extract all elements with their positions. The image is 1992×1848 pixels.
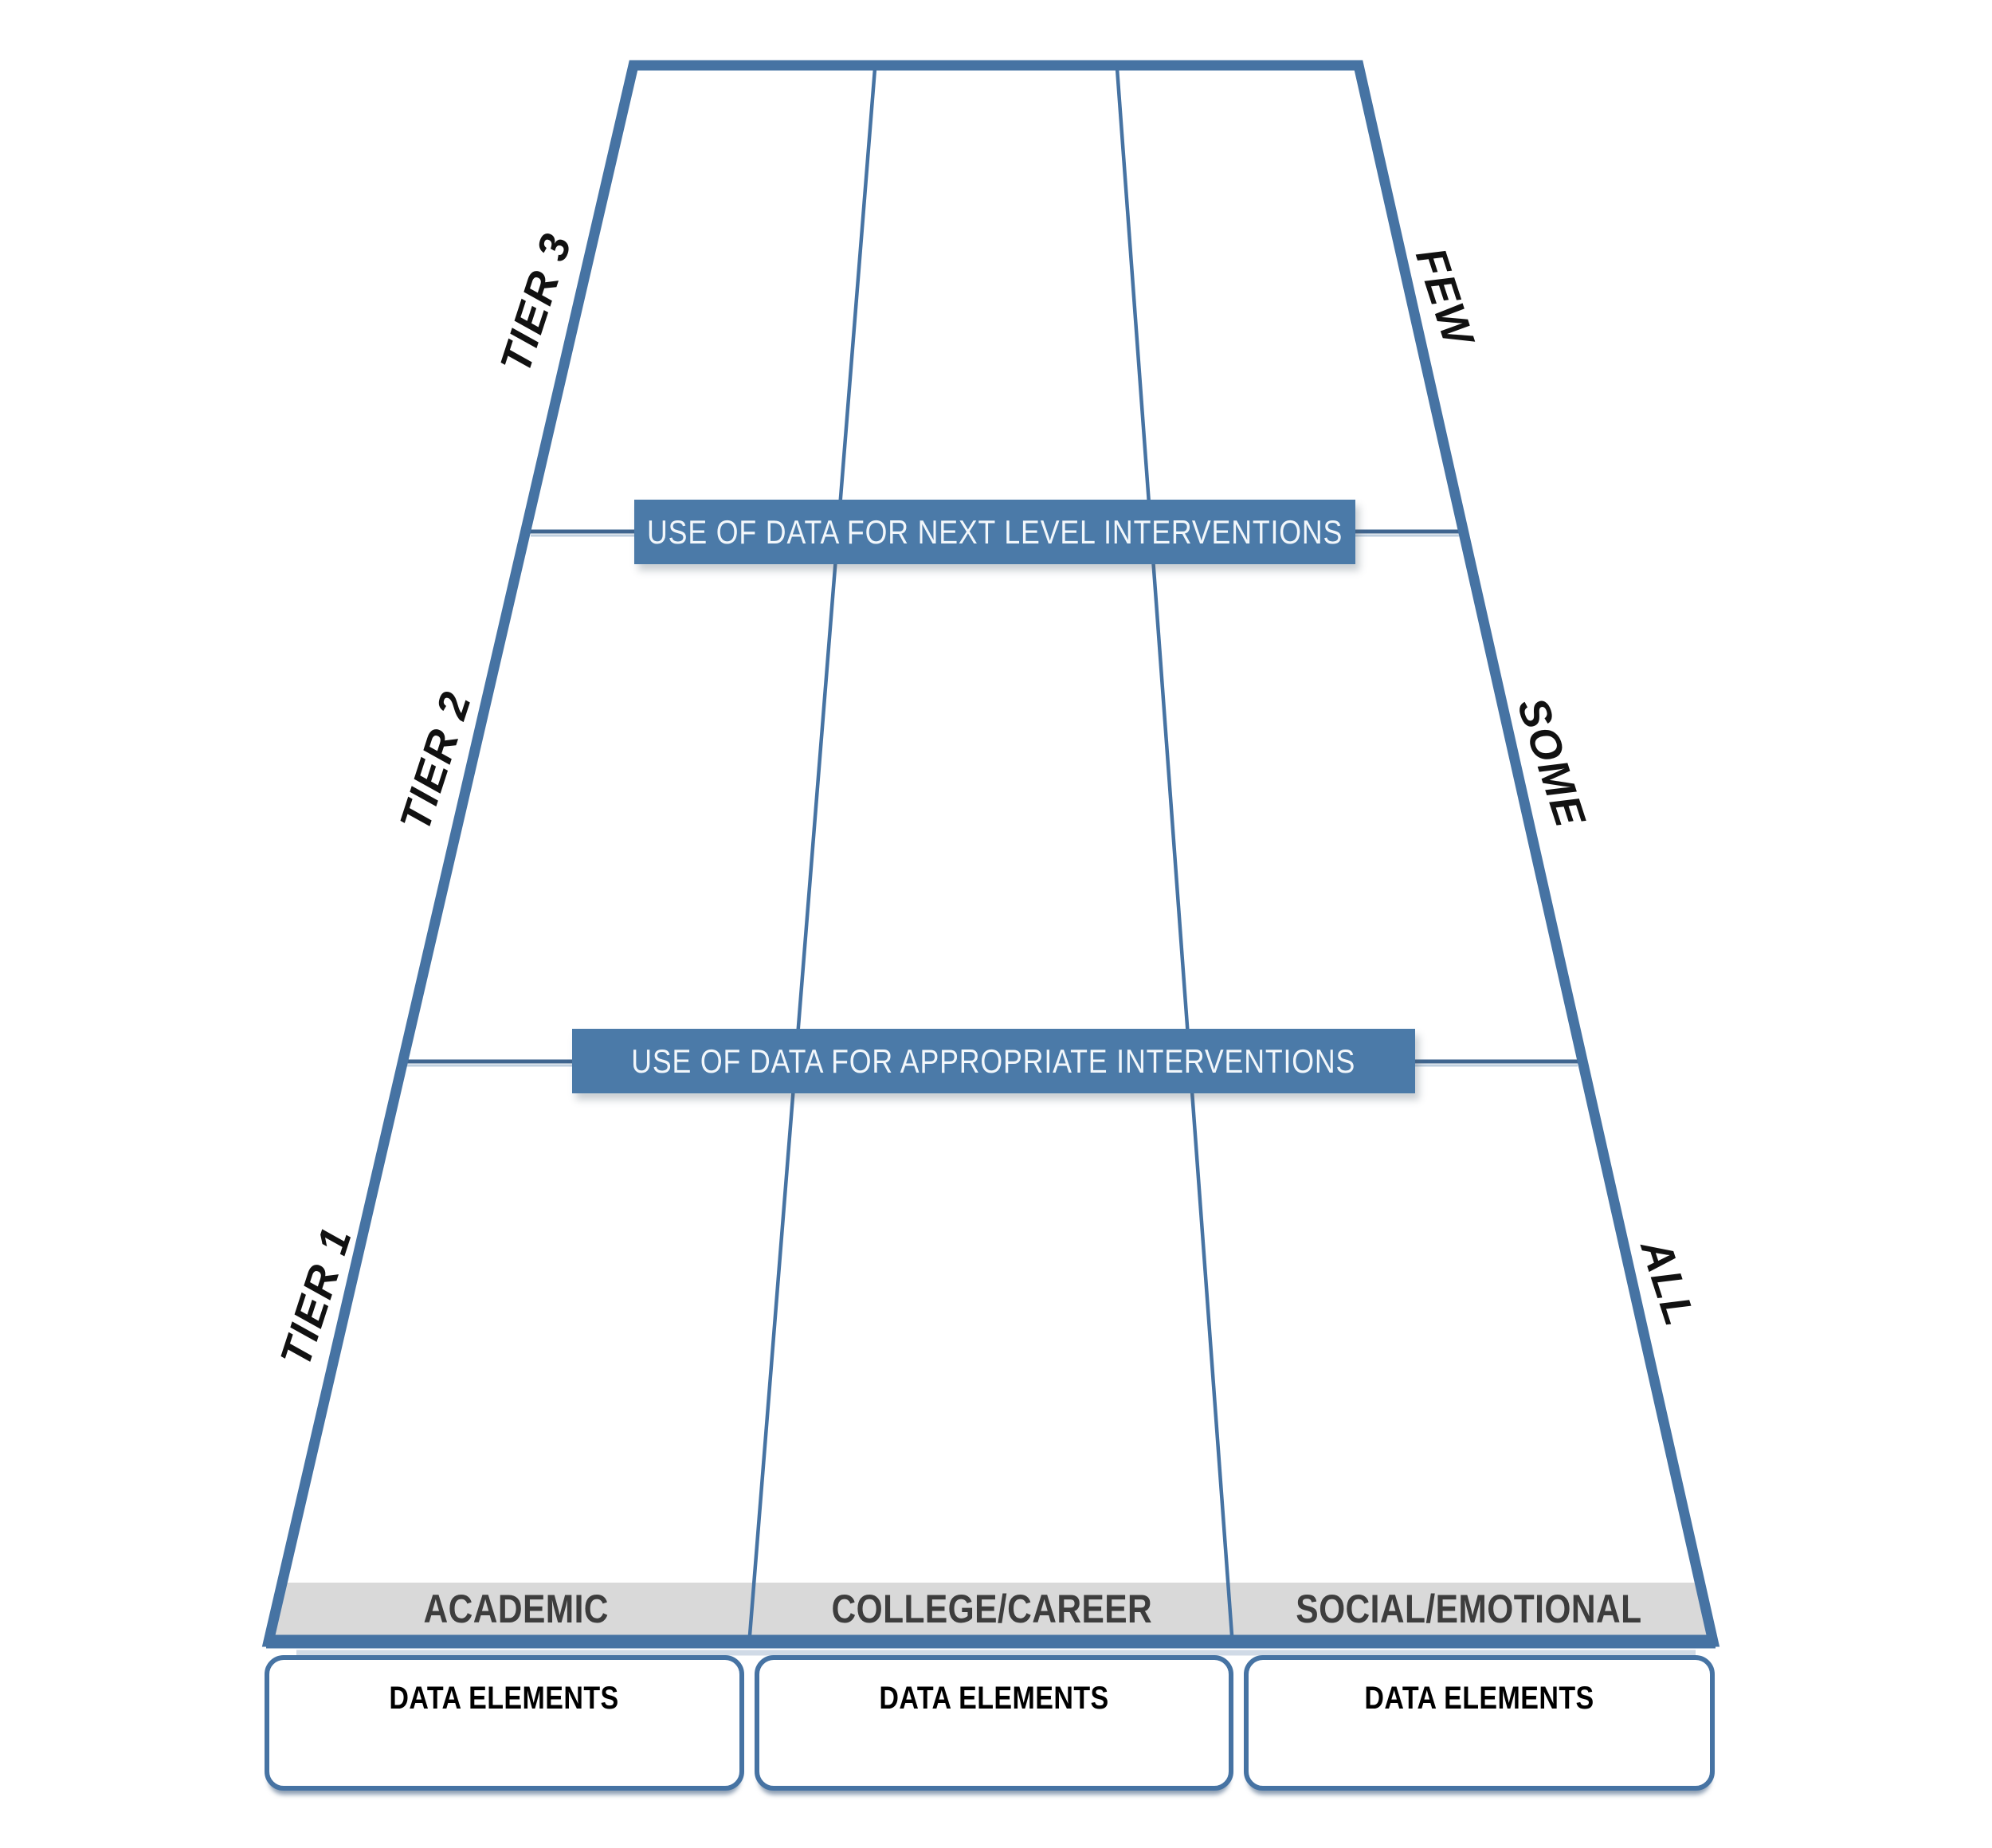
column-divider-right xyxy=(1115,68,1234,1636)
data-elements-box-college-career: DATA ELEMENTS xyxy=(755,1655,1233,1791)
band-next-level-interventions: USE OF DATA FOR NEXT LEVEL INTERVENTIONS xyxy=(634,500,1355,564)
domain-academic: ACADEMIC xyxy=(277,1585,755,1633)
band-appropriate-interventions: USE OF DATA FOR APPROPRIATE INTERVENTION… xyxy=(572,1029,1415,1093)
data-elements-box-academic: DATA ELEMENTS xyxy=(265,1655,744,1791)
domain-social-emotional-label: SOCIAL/EMOTIONAL xyxy=(1295,1587,1642,1631)
data-elements-box-social-emotional-label: DATA ELEMENTS xyxy=(1364,1681,1594,1716)
band-next-level-interventions-label: USE OF DATA FOR NEXT LEVEL INTERVENTIONS xyxy=(646,512,1343,551)
pyramid-outline xyxy=(261,60,1720,1647)
data-elements-box-college-career-label: DATA ELEMENTS xyxy=(879,1681,1109,1716)
data-elements-box-academic-label: DATA ELEMENTS xyxy=(389,1681,620,1716)
domain-strip-background xyxy=(270,1583,1712,1635)
band-appropriate-interventions-label: USE OF DATA FOR APPROPRIATE INTERVENTION… xyxy=(631,1042,1356,1080)
data-elements-box-social-emotional: DATA ELEMENTS xyxy=(1244,1655,1715,1791)
column-divider-left xyxy=(747,68,877,1636)
domain-college-career-label: COLLEGE/CAREER xyxy=(831,1587,1153,1631)
domain-college-career: COLLEGE/CAREER xyxy=(753,1585,1231,1633)
domain-social-emotional: SOCIAL/EMOTIONAL xyxy=(1229,1585,1708,1633)
domain-academic-label: ACADEMIC xyxy=(423,1587,610,1631)
